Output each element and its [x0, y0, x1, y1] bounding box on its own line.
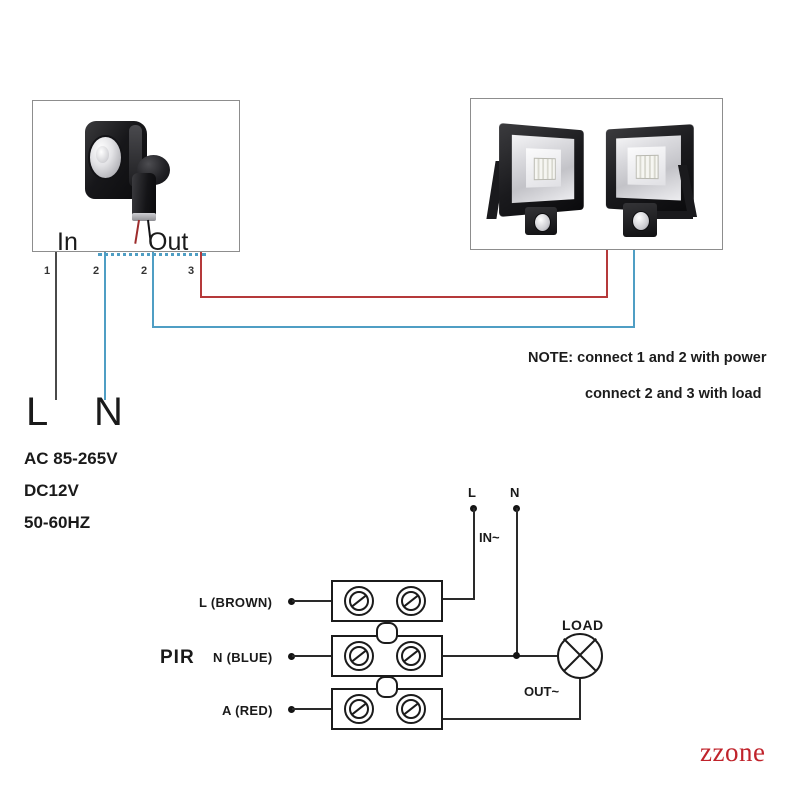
block-spacer-upper	[376, 622, 398, 644]
wire-terminal2out-down	[152, 252, 154, 328]
spec-dc-voltage: DC12V	[24, 481, 79, 500]
sensor-stem	[132, 173, 156, 217]
screw-live-right	[396, 586, 426, 616]
floodlight-left-sensor-lens-icon	[534, 213, 551, 232]
floodlight-right	[599, 121, 714, 239]
schematic-out-rail	[443, 718, 581, 720]
schematic-live-to-block	[443, 598, 475, 600]
floodlight-left-led-chip	[533, 157, 556, 181]
wire-terminal3-across	[200, 296, 608, 298]
supply-neutral-label: N	[94, 390, 123, 434]
screw-live-left	[344, 586, 374, 616]
note-line-1: NOTE: connect 1 and 2 with power	[528, 350, 767, 366]
pir-sensor-photo-box	[32, 100, 240, 252]
terminal-number-1: 1	[44, 265, 51, 277]
floodlight-right-led-chip	[635, 154, 659, 180]
schematic-load-label: LOAD	[562, 617, 604, 633]
schematic-supply-live-label: L	[468, 485, 476, 500]
supply-live-label: L	[26, 390, 49, 434]
node-dot-aux	[288, 706, 295, 713]
lead-live-to-block	[292, 600, 332, 602]
floodlight-left	[486, 119, 599, 237]
terminal-number-3: 3	[188, 265, 195, 277]
out-label: Out	[148, 228, 189, 256]
wire-terminal2out-up-to-lamp	[633, 250, 635, 328]
watermark: zzone	[700, 737, 766, 767]
wire-terminal2-neutral	[104, 252, 106, 400]
schematic-supply-neutral-label: N	[510, 485, 520, 500]
note-line-2: connect 2 and 3 with load	[585, 386, 762, 402]
schematic-neutral-drop	[516, 508, 518, 656]
floodlight-right-sensor-lens-icon	[632, 211, 650, 231]
sensor-collar	[132, 213, 156, 221]
floodlight-right-bracket-foot	[655, 211, 693, 219]
screw-aux-left	[344, 694, 374, 724]
load-lamp-icon	[557, 633, 603, 679]
spec-frequency: 50-60HZ	[24, 513, 91, 532]
sensor-red-lead	[134, 219, 140, 244]
node-dot-neutral	[288, 653, 295, 660]
schematic-out-label: OUT~	[524, 684, 560, 699]
wire-terminal2out-across	[152, 326, 635, 328]
wire-terminal1-live	[55, 252, 57, 400]
spec-ac-voltage: AC 85-265V	[24, 449, 118, 468]
schematic-load-return-drop	[579, 679, 581, 720]
schematic-label-live-brown: L (BROWN)	[199, 595, 273, 610]
schematic-pir-label: PIR	[160, 647, 195, 668]
node-dot-live	[288, 598, 295, 605]
terminal-number-2-in: 2	[93, 265, 100, 277]
lead-aux-to-block	[292, 708, 332, 710]
schematic-label-aux-red: A (RED)	[222, 703, 273, 718]
wire-terminal3-up-to-lamp	[606, 250, 608, 298]
schematic-label-neutral-blue: N (BLUE)	[213, 650, 273, 665]
schematic-live-drop	[473, 508, 475, 600]
screw-neutral-left	[344, 641, 374, 671]
block-spacer-lower	[376, 676, 398, 698]
floodlight-photo-box	[470, 98, 723, 250]
pir-sensor-illustration	[85, 111, 195, 246]
schematic-neutral-rail	[443, 655, 558, 657]
floodlight-left-frame	[499, 123, 584, 217]
screw-aux-right	[396, 694, 426, 724]
schematic-in-label: IN~	[479, 530, 500, 545]
lead-neutral-to-block	[292, 655, 332, 657]
terminal-number-2-out: 2	[141, 265, 148, 277]
junction-dot-neutral	[513, 652, 520, 659]
wire-terminal3-down	[200, 252, 202, 298]
in-label: In	[57, 228, 78, 256]
sensor-lens-icon	[88, 135, 123, 180]
screw-neutral-right	[396, 641, 426, 671]
